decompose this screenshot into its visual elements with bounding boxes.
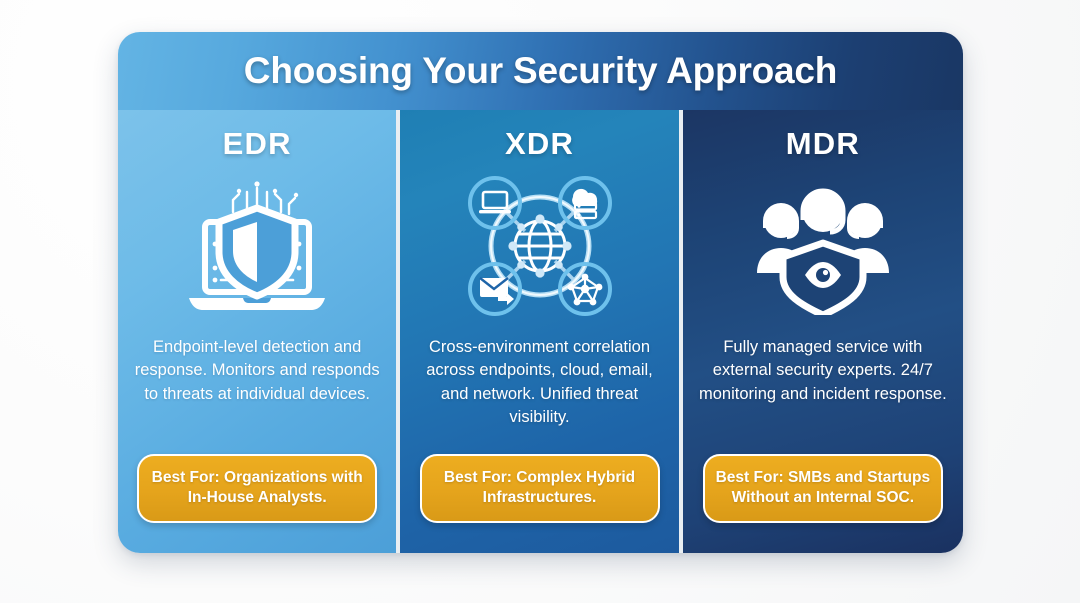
page-title: Choosing Your Security Approach bbox=[243, 50, 838, 91]
soc-team-shield-eye-icon bbox=[743, 176, 903, 316]
column-description-mdr: Fully managed service with external secu… bbox=[699, 338, 947, 403]
network-correlation-icon bbox=[465, 176, 615, 316]
best-for-badge-mdr[interactable]: Best For: SMBs and Startups Without an I… bbox=[702, 453, 943, 523]
card-header: Choosing Your Security Approach bbox=[118, 32, 963, 110]
column-edr[interactable]: EDR bbox=[118, 110, 397, 553]
column-title-mdr: MDR bbox=[785, 126, 860, 161]
column-divider-1 bbox=[396, 110, 401, 553]
best-for-value-edr: Organizations with In-House Analysts. bbox=[187, 468, 363, 506]
comparison-card: Choosing Your Security Approach EDR bbox=[118, 32, 963, 553]
column-title-edr: EDR bbox=[222, 126, 292, 161]
best-for-label-edr: Best For: bbox=[151, 468, 220, 486]
columns-container: EDR bbox=[118, 110, 963, 553]
best-for-value-mdr: SMBs and Startups Without an Internal SO… bbox=[731, 468, 931, 506]
best-for-badge-edr[interactable]: Best For: Organizations with In-House An… bbox=[137, 453, 378, 523]
best-for-value-xdr: Complex Hybrid Infrastructures. bbox=[482, 468, 636, 506]
column-title-xdr: XDR bbox=[504, 126, 575, 161]
best-for-badge-xdr[interactable]: Best For: Complex Hybrid Infrastructures… bbox=[419, 453, 660, 523]
column-xdr[interactable]: XDR bbox=[400, 110, 679, 553]
column-description-edr: Endpoint-level detection and response. M… bbox=[134, 338, 380, 403]
laptop-shield-icon bbox=[177, 176, 337, 316]
column-mdr[interactable]: MDR bbox=[682, 110, 963, 553]
best-for-label-xdr: Best For: bbox=[443, 468, 512, 486]
best-for-label-mdr: Best For: bbox=[715, 468, 784, 486]
column-divider-2 bbox=[678, 110, 683, 553]
column-description-xdr: Cross-environment correlation across end… bbox=[426, 338, 653, 427]
